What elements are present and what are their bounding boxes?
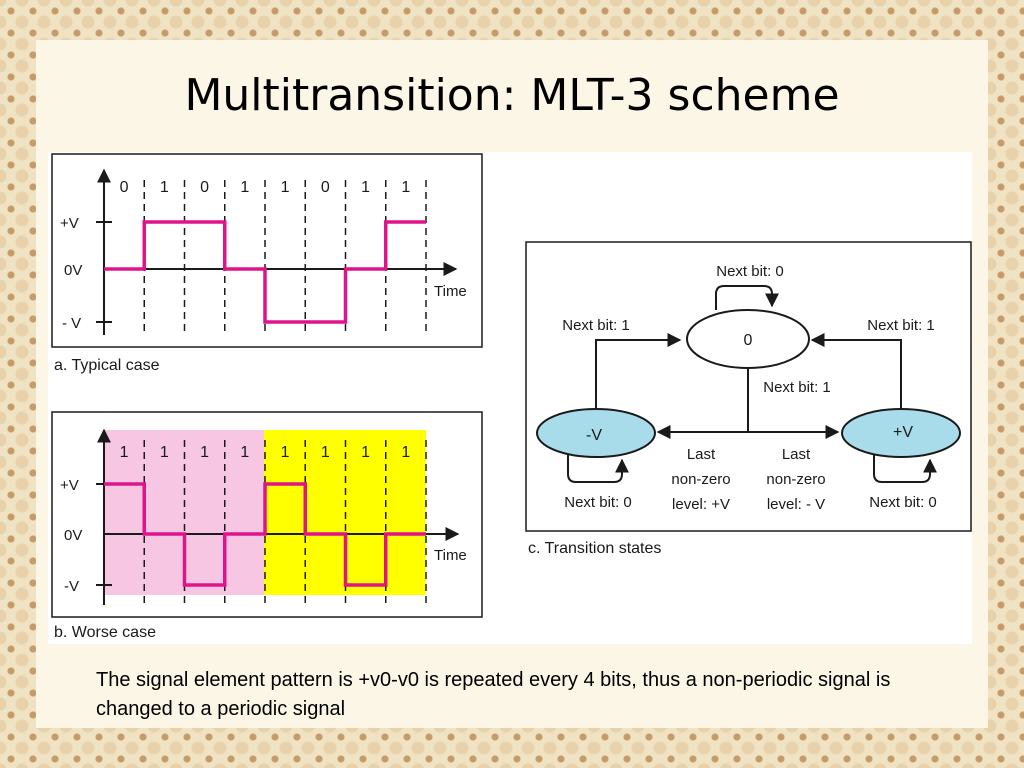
panel-c-caption: c. Transition states [528,540,661,557]
label-next-bit-1-center: Next bit: 1 [763,379,831,396]
panel-b-signal [104,482,426,587]
bit-label: 1 [240,444,249,461]
bit-label: 1 [281,444,290,461]
panel-a-time-label: Time [434,283,467,300]
bit-label: 1 [361,444,370,461]
self-loop-zero [715,285,779,310]
bit-label: 1 [281,179,290,196]
state-zero-label: 0 [744,332,753,349]
label-next-bit-0-left: Next bit: 0 [564,494,632,511]
panel-a-frame [51,153,483,348]
label-last-neg-line2: non-zero [766,471,825,488]
slide-title: Multitransition: MLT-3 scheme [184,70,840,121]
state-negative-v-label: -V [586,427,602,444]
bit-label: 0 [120,179,129,196]
panel-b-label-neg: -V [64,578,79,595]
state-positive-v [841,408,961,458]
panel-b-label-zero: 0V [64,527,82,544]
label-next-bit-0-right: Next bit: 0 [869,494,937,511]
panel-b-label-pos: +V [60,477,79,494]
label-last-pos-line2: non-zero [671,471,730,488]
bit-label: 1 [401,179,410,196]
bit-label: 1 [321,444,330,461]
panel-a: +V 0V - V Time 0 1 0 1 1 0 1 1 a. Typical case [51,153,483,374]
panel-a-label-neg: - V [62,315,81,332]
edge-posv-to-zero [810,333,902,410]
bit-label: 1 [240,179,249,196]
panel-b-caption: b. Worse case [54,624,156,641]
self-loop-posv [873,455,937,483]
panel-a-bit-labels: 0 1 0 1 1 0 1 1 [120,179,411,196]
bit-label: 1 [200,444,209,461]
panel-a-caption: a. Typical case [54,357,160,374]
label-last-neg-line1: Last [782,446,811,463]
panel-a-label-pos: +V [60,215,79,232]
bit-label: 1 [160,179,169,196]
panel-b-bit-labels: 1 1 1 1 1 1 1 1 [120,444,411,461]
bit-label: 1 [120,444,129,461]
panel-a-label-zero: 0V [64,262,82,279]
label-last-pos-line1: Last [687,446,716,463]
panel-a-signal [104,220,426,324]
bit-label: 0 [200,179,209,196]
label-next-bit-1-right: Next bit: 1 [867,317,935,334]
bit-label: 1 [401,444,410,461]
label-last-neg-line3: level: - V [767,496,825,513]
bit-label: 1 [361,179,370,196]
label-last-pos-line3: level: +V [672,496,730,513]
state-zero [686,309,810,369]
slide-caption: The signal element pattern is +v0-v0 is … [96,669,891,720]
panel-c: 0 -V +V Next bit: 0 Next bit: 1 Next bit… [525,241,972,557]
panel-b: +V 0V -V Time 1 1 1 1 1 1 1 1 b. Worse case [51,411,483,641]
self-loop-negv [567,455,629,483]
bit-label: 0 [321,179,330,196]
edge-negv-to-zero [595,333,682,408]
state-positive-v-label: +V [893,424,913,441]
panel-b-time-label: Time [434,547,467,564]
state-negative-v [536,408,656,458]
label-next-bit-1-left: Next bit: 1 [562,317,630,334]
bit-label: 1 [160,444,169,461]
label-next-bit-0-top: Next bit: 0 [716,263,784,280]
